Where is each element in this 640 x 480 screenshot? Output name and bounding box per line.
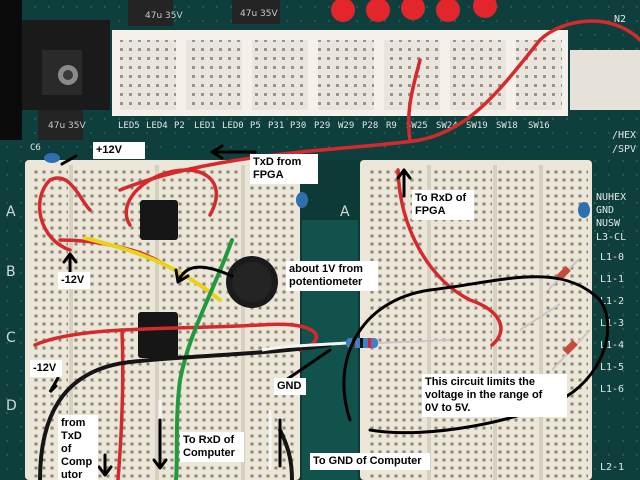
row-letter: A — [6, 204, 16, 220]
black-wires — [38, 343, 332, 480]
label-circuit-note: This circuit limits the voltage in the r… — [422, 374, 567, 417]
right-silkscreen: NUHEX GND NUSW L3-CL L1-0 L1-1 L1-2 L1-3… — [596, 192, 626, 473]
silk-label: SW18 — [496, 121, 518, 131]
ceramic-capacitor — [578, 202, 590, 218]
label-to-rxd-computer: To RxD of Computer — [180, 432, 244, 462]
row-letter: D — [6, 398, 17, 414]
ic-chip-top — [140, 200, 178, 240]
label-minus-12v-left: -12V — [30, 360, 62, 377]
silk-label: L1-3 — [600, 318, 624, 329]
label-gnd: GND — [274, 378, 306, 395]
capacitor-label: 47u 35V — [48, 121, 86, 131]
label-to-gnd-computer: To GND of Computer — [310, 453, 430, 470]
silk-label: P28 — [362, 121, 378, 131]
zener-diodes — [519, 257, 591, 371]
silk-label: SW16 — [528, 121, 550, 131]
silk-label: SW24 — [436, 121, 458, 131]
label-about-1v: about 1V from potentiometer — [286, 261, 378, 291]
capacitor-label: 47u 35V — [145, 11, 183, 21]
silk-label: P5 — [250, 121, 261, 131]
silk-label: N2 — [614, 14, 626, 25]
silk-label: R9 — [386, 121, 397, 131]
label-minus-12v-top: -12V — [58, 272, 90, 289]
ceramic-capacitor — [44, 153, 60, 163]
silk-label: L1-1 — [600, 274, 624, 285]
silk-label: L1-6 — [600, 384, 624, 395]
silk-label: L1-0 — [600, 252, 624, 263]
silk-label: LED5 — [118, 121, 140, 131]
silk-label: L1-4 — [600, 340, 624, 351]
label-to-rxd-fpga: To RxD of FPGA — [412, 190, 474, 220]
silk-label: P31 — [268, 121, 284, 131]
yellow-wire — [83, 236, 222, 302]
silk-label: L1-5 — [600, 362, 624, 373]
silk-label: L3-CL — [596, 232, 626, 243]
row-letter: C — [6, 330, 16, 346]
silkscreen-row: LED5 LED4 P2 LED1 LED0 P5 P31 P30 P29 W2… — [118, 121, 550, 131]
silk-label: P29 — [314, 121, 330, 131]
silk-label: /HEX — [612, 130, 636, 141]
ic-chip-bottom — [138, 312, 178, 358]
silk-label: /SPV — [612, 144, 636, 155]
silk-label: LED0 — [222, 121, 244, 131]
label-plus-12v: +12V — [93, 142, 145, 159]
silk-label: L1-2 — [600, 296, 624, 307]
label-from-txd-computer: from TxD of Comp utor — [58, 415, 98, 480]
ceramic-capacitor — [296, 192, 308, 208]
silk-label: P30 — [290, 121, 306, 131]
green-wire — [174, 238, 234, 480]
capacitor-label: 47u 35V — [240, 9, 278, 19]
annotation-arrows — [48, 144, 610, 477]
silk-label: P2 — [174, 121, 185, 131]
silk-label: LED1 — [194, 121, 216, 131]
capacitor — [38, 110, 83, 140]
capacitor — [128, 0, 173, 26]
silk-label: NUSW — [596, 218, 621, 229]
label-txd-from-fpga: TxD from FPGA — [250, 154, 318, 184]
capacitor — [232, 0, 280, 24]
silk-label: L2-1 — [600, 462, 624, 473]
silk-label: W29 — [338, 121, 354, 131]
silk-label: NUHEX — [596, 192, 626, 203]
silk-label: SW25 — [406, 121, 428, 131]
silk-label: LED4 — [146, 121, 168, 131]
row-letter: B — [6, 264, 16, 280]
row-letter: A — [340, 204, 350, 220]
silk-label: GND — [596, 205, 614, 216]
led-row — [331, 0, 497, 22]
silk-label: C6 — [30, 143, 41, 153]
silk-label: SW19 — [466, 121, 488, 131]
